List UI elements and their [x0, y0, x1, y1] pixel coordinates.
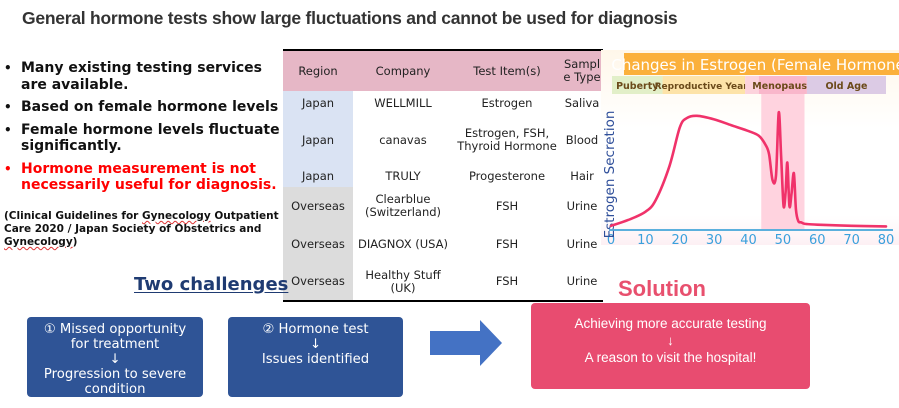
header-sample-type: Sampl e Type — [561, 50, 603, 91]
phase-label: Menopause — [752, 81, 813, 92]
cell-company: Healthy Stuff (UK) — [365, 267, 441, 295]
cell-company: WELLMILL — [374, 95, 432, 110]
cell-region: Overseas — [283, 225, 353, 263]
table-row: Japan WELLMILL Estrogen Saliva — [283, 91, 603, 115]
challenge-box-2: ② Hormone test↓Issues identified — [228, 317, 403, 397]
down-arrow-icon: ↓ — [109, 352, 121, 367]
phase-band — [612, 76, 663, 94]
bullet-icon: • — [4, 122, 12, 137]
menopause-highlight — [761, 94, 805, 230]
table-row: Japan TRULY Progesterone Hair — [283, 165, 603, 187]
x-tick-label: 10 — [637, 233, 654, 245]
table-header-row: Region Company Test Item(s) Sampl e Type — [283, 50, 603, 91]
table-row: Overseas Clearblue (Switzerland) FSH Urine — [283, 187, 603, 225]
spellcheck-word: Gynecology — [142, 210, 211, 222]
phase-label: Puberty — [616, 81, 659, 92]
challenges-heading: Two challenges — [134, 274, 289, 295]
cell-test-items: FSH — [495, 274, 519, 288]
x-tick-label: 80 — [878, 233, 895, 245]
x-tick-label: 50 — [775, 233, 792, 245]
solution-box: Achieving more accurate testing ↓ A reason… — [531, 303, 810, 389]
cell-sample-type: Saliva — [564, 95, 600, 110]
bullet-icon: • — [4, 61, 12, 75]
cell-test-items: Estrogen, FSH, Thyroid Hormone — [457, 126, 557, 153]
x-tick-label: 60 — [809, 233, 826, 245]
estrogen-chart-svg: Changes in Estrogen (Female Hormone) Pube… — [602, 53, 899, 245]
x-tick-label: 0 — [607, 233, 615, 245]
cell-sample-type: Blood — [565, 132, 599, 147]
phase-band — [745, 76, 759, 94]
estrogen-chart: Changes in Estrogen (Female Hormone) Pube… — [601, 50, 899, 245]
bullet-item: •Many existing testing services are avai… — [4, 60, 263, 93]
solution-line: A reason to visit the hospital! — [584, 350, 757, 365]
bullet-icon: • — [4, 161, 12, 176]
cell-sample-type: Urine — [566, 274, 598, 288]
cell-company: Clearblue (Switzerland) — [364, 192, 442, 219]
down-arrow-icon: ↓ — [667, 333, 674, 348]
table-row: Overseas Healthy Stuff (UK) FSH Urine — [283, 263, 603, 301]
cell-sample-type: Hair — [570, 168, 594, 183]
y-axis-label: Estrogen Secretion — [602, 111, 618, 239]
cell-region: Japan — [283, 91, 353, 115]
x-tick-label: 70 — [843, 233, 860, 245]
header-company: Company — [353, 50, 453, 91]
header-test-items: Test Item(s) — [453, 50, 561, 91]
phase-band — [758, 76, 807, 94]
bullet-list: •Many existing testing services are avai… — [4, 60, 284, 200]
bullet-item: •Female hormone levels fluctuate signifi… — [4, 121, 280, 155]
cell-company: TRULY — [385, 168, 421, 183]
challenge-line: condition — [84, 382, 146, 397]
cell-region: Japan — [283, 165, 353, 187]
spellcheck-word: Gynecology — [4, 236, 73, 248]
chart-title-banner — [624, 53, 899, 75]
challenge-line: for treatment — [70, 337, 160, 352]
cell-test-items: FSH — [495, 236, 519, 251]
cell-sample-type: Urine — [566, 236, 598, 251]
x-tick-label: 40 — [740, 233, 757, 245]
right-arrow-icon — [430, 320, 502, 366]
chart-title: Changes in Estrogen (Female Hormone) — [611, 56, 899, 74]
header-region: Region — [283, 50, 353, 91]
x-tick-label: 30 — [706, 233, 723, 245]
solution-heading: Solution — [618, 276, 706, 301]
cell-test-items: FSH — [495, 198, 519, 213]
challenge-line: Progression to severe — [43, 367, 187, 382]
testing-services-table: Region Company Test Item(s) Sampl e Type… — [283, 49, 603, 302]
table-row: Overseas DIAGNOX (USA) FSH Urine — [283, 225, 603, 263]
cell-region: Overseas — [283, 187, 353, 225]
phase-band — [662, 76, 746, 94]
cell-test-items: Estrogen — [481, 95, 533, 110]
cell-company: canavas — [379, 132, 427, 147]
phase-label: Old Age — [825, 81, 867, 92]
challenge-line: ① Missed opportunity — [43, 322, 187, 337]
bullet-icon: • — [4, 100, 12, 114]
cell-test-items: Progesterone — [468, 168, 546, 183]
bullet-item-emphasis: •Hormone measurement is not necessarily … — [4, 160, 277, 194]
solution-line: Achieving more accurate testing — [574, 316, 767, 331]
cell-sample-type: Urine — [566, 198, 598, 213]
challenge-line: ② Hormone test — [262, 322, 369, 337]
table-row: Japan canavas Estrogen, FSH, Thyroid Hormo… — [283, 115, 603, 165]
citation: (Clinical Guidelines for Gynecology Outp… — [4, 210, 279, 248]
bullet-item: •Based on female hormone levels — [4, 99, 279, 115]
challenge-line: Issues identified — [261, 352, 370, 367]
cell-company: DIAGNOX (USA) — [357, 236, 449, 251]
cell-region: Overseas — [283, 263, 353, 301]
slide-title: General hormone tests show large fluctua… — [22, 8, 678, 28]
x-tick-label: 20 — [671, 233, 688, 245]
cell-region: Japan — [283, 115, 353, 165]
down-arrow-icon: ↓ — [309, 337, 322, 352]
estrogen-curve — [609, 111, 888, 228]
phase-label: Reproductive Years — [655, 82, 753, 92]
phase-band — [806, 76, 886, 94]
